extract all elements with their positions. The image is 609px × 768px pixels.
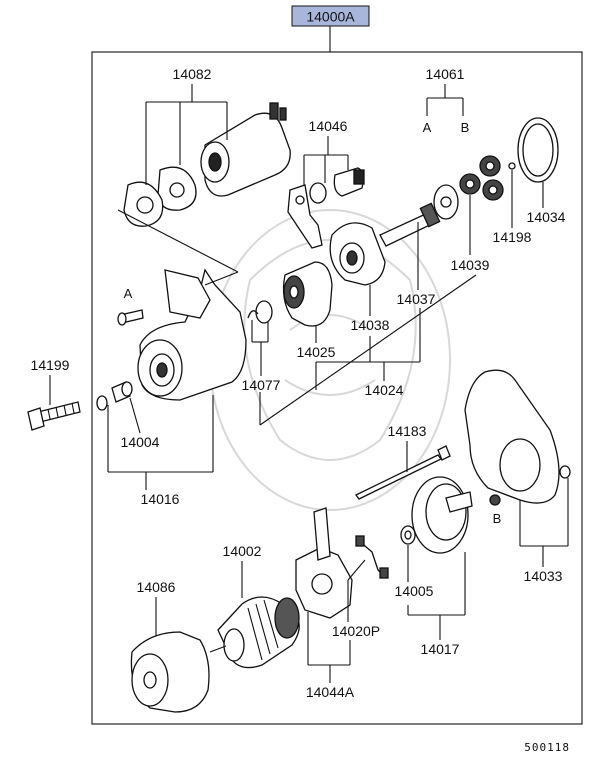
watermark-emblem	[209, 209, 451, 511]
pinion-part	[282, 261, 333, 327]
label-14034[interactable]: 14034	[527, 209, 566, 225]
planet-shaft-part	[379, 184, 459, 247]
assembly-frame	[91, 51, 583, 725]
leader-lines	[49, 84, 569, 683]
bolt-14199-part	[27, 401, 81, 431]
marker-a: A	[124, 286, 133, 301]
shift-lever-part	[287, 167, 365, 249]
label-14002[interactable]: 14002	[223, 543, 262, 559]
label-14086[interactable]: 14086	[137, 579, 176, 595]
label-14199[interactable]: 14199	[31, 357, 70, 373]
armature-part	[209, 596, 300, 669]
bushing-14004-part	[96, 381, 133, 411]
screw-a-part	[117, 309, 144, 326]
label-14024[interactable]: 14024	[365, 382, 404, 398]
label-14005[interactable]: 14005	[395, 583, 434, 599]
label-14033[interactable]: 14033	[524, 568, 563, 584]
front-bracket-part	[137, 268, 247, 401]
stop-ring-part	[247, 300, 273, 324]
label-14046[interactable]: 14046	[309, 118, 348, 134]
brush-holder-part	[295, 507, 353, 619]
rear-cover-part	[464, 369, 571, 506]
label-14016[interactable]: 14016	[141, 491, 180, 507]
end-plate-part	[411, 476, 473, 554]
bolt-14183-part	[355, 445, 451, 500]
yoke-part	[130, 631, 210, 713]
label-14198[interactable]: 14198	[493, 229, 532, 245]
label-14061[interactable]: 14061	[426, 66, 465, 82]
label-14039[interactable]: 14039	[451, 257, 490, 273]
bushing-14005-part	[400, 525, 416, 545]
label-14017[interactable]: 14017	[421, 641, 460, 657]
svg-text:14000A: 14000A	[306, 9, 355, 25]
label-14038[interactable]: 14038	[351, 317, 390, 333]
label-14061-b: B	[461, 120, 470, 135]
part-labels: 14082 14061 A B 14046 14034 14198 14039 …	[31, 66, 566, 700]
brush-spring-part	[355, 535, 389, 579]
label-14020p[interactable]: 14020P	[332, 623, 380, 639]
planetary-gears-part	[459, 155, 516, 201]
gasket-plate-part	[123, 166, 197, 227]
label-14061-a: A	[423, 120, 432, 135]
solenoid-part	[200, 102, 291, 197]
label-14183[interactable]: 14183	[388, 423, 427, 439]
label-14082[interactable]: 14082	[173, 66, 212, 82]
label-14037[interactable]: 14037	[397, 291, 436, 307]
reference-code: 500118	[524, 741, 570, 754]
label-14004[interactable]: 14004	[121, 434, 160, 450]
label-14044a[interactable]: 14044A	[306, 684, 355, 700]
marker-b: B	[493, 511, 502, 526]
gear-housing-part	[329, 222, 386, 286]
label-14025[interactable]: 14025	[297, 344, 336, 360]
assembly-label-14000A[interactable]: 14000A	[291, 5, 370, 27]
ring-gear-part	[517, 117, 559, 183]
label-14077[interactable]: 14077	[242, 377, 281, 393]
